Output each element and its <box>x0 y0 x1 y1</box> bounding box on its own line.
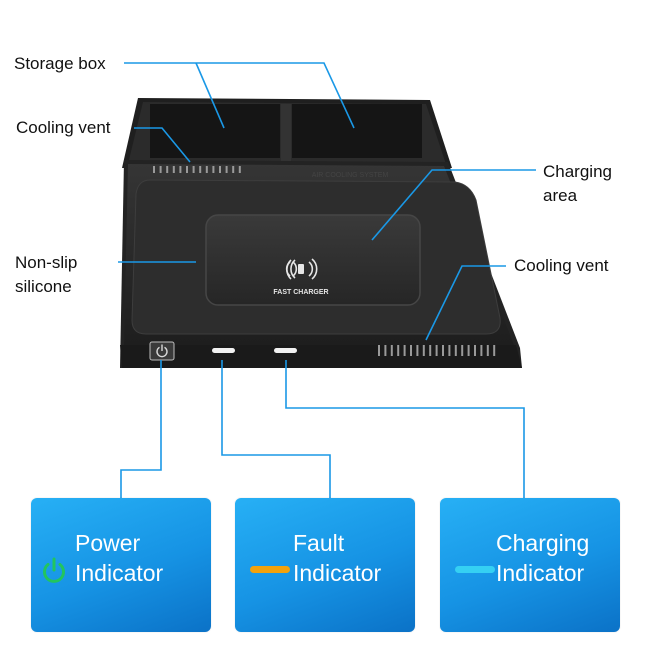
vent-slot <box>153 166 155 173</box>
callout-non-slip-line1: Non-slip <box>15 253 78 272</box>
fault-led <box>212 348 235 353</box>
vent-slot <box>397 345 400 356</box>
power-indicator-line2: Indicator <box>75 560 164 586</box>
vent-slot <box>186 166 188 173</box>
cooling-vent-left <box>153 166 241 173</box>
phone-glyph-icon <box>298 264 304 274</box>
vent-slot <box>448 345 451 356</box>
vent-slot <box>232 166 235 173</box>
power-icon <box>43 557 65 583</box>
vent-slot <box>429 345 432 356</box>
vent-slot <box>410 345 412 356</box>
charging-led <box>274 348 297 353</box>
vent-slot <box>416 345 419 356</box>
power-indicator-line1: Power <box>75 530 141 556</box>
storage-box <box>122 98 452 168</box>
charging-indicator-line2: Indicator <box>496 560 585 586</box>
vent-slot <box>172 166 175 173</box>
leader-cooling-vent-left <box>134 127 191 163</box>
vent-slot <box>378 345 380 356</box>
fast-charger-label: FAST CHARGER <box>273 289 328 296</box>
leader-power <box>120 360 162 500</box>
vent-slot <box>467 345 470 356</box>
vent-slot <box>166 166 169 173</box>
leader-charging-area <box>371 169 536 241</box>
vent-slot <box>219 166 221 173</box>
embossed-text: AIR COOLING SYSTEM <box>312 172 389 179</box>
fault-bar-icon <box>250 566 290 573</box>
vent-slot <box>442 345 444 356</box>
charger-tray: FAST CHARGER AIR COOLING SYSTEM <box>120 160 522 368</box>
fault-indicator-line2: Indicator <box>293 560 382 586</box>
charging-indicator-line1: Charging <box>496 530 590 556</box>
callout-cooling-vent-left: Cooling vent <box>16 118 111 137</box>
vent-slot <box>480 345 483 356</box>
leader-fault <box>221 360 331 500</box>
power-indicator-card: Power Indicator <box>31 498 211 632</box>
vent-slot <box>179 166 182 173</box>
callout-cooling-vent-right: Cooling vent <box>514 256 609 275</box>
vent-slot <box>159 166 162 173</box>
vent-slot <box>435 345 438 356</box>
fault-indicator-line1: Fault <box>293 530 345 556</box>
vent-slot <box>205 166 208 173</box>
leader-storage-box-2 <box>195 62 225 129</box>
power-button-icon <box>156 344 168 358</box>
vent-slot <box>461 345 464 356</box>
leader-charging <box>285 360 525 500</box>
vent-slot <box>403 345 406 356</box>
vent-slot <box>238 166 241 173</box>
vent-slot <box>486 345 489 356</box>
cooling-vent-right <box>378 345 496 356</box>
callout-charging-area-line1: Charging <box>543 162 612 181</box>
leader-storage-box <box>124 62 355 129</box>
vent-slot <box>493 345 496 356</box>
vent-slot <box>384 345 387 356</box>
vent-slot <box>474 345 476 356</box>
wireless-charging-icon <box>285 258 318 280</box>
leader-cooling-vent-right <box>425 265 506 341</box>
vent-slot <box>192 166 195 173</box>
callout-charging-area-line2: area <box>543 186 578 205</box>
vent-slot <box>212 166 215 173</box>
vent-slot <box>225 166 228 173</box>
vent-slot <box>422 345 425 356</box>
charging-bar-icon <box>455 566 495 573</box>
callout-storage-box: Storage box <box>14 54 106 73</box>
vent-slot <box>454 345 457 356</box>
leader-lines <box>118 62 536 500</box>
vent-slot <box>199 166 202 173</box>
vent-slot <box>390 345 393 356</box>
fault-indicator-card: Fault Indicator <box>235 498 415 632</box>
callout-non-slip-line2: silicone <box>15 277 72 296</box>
charging-indicator-card: Charging Indicator <box>440 498 620 632</box>
